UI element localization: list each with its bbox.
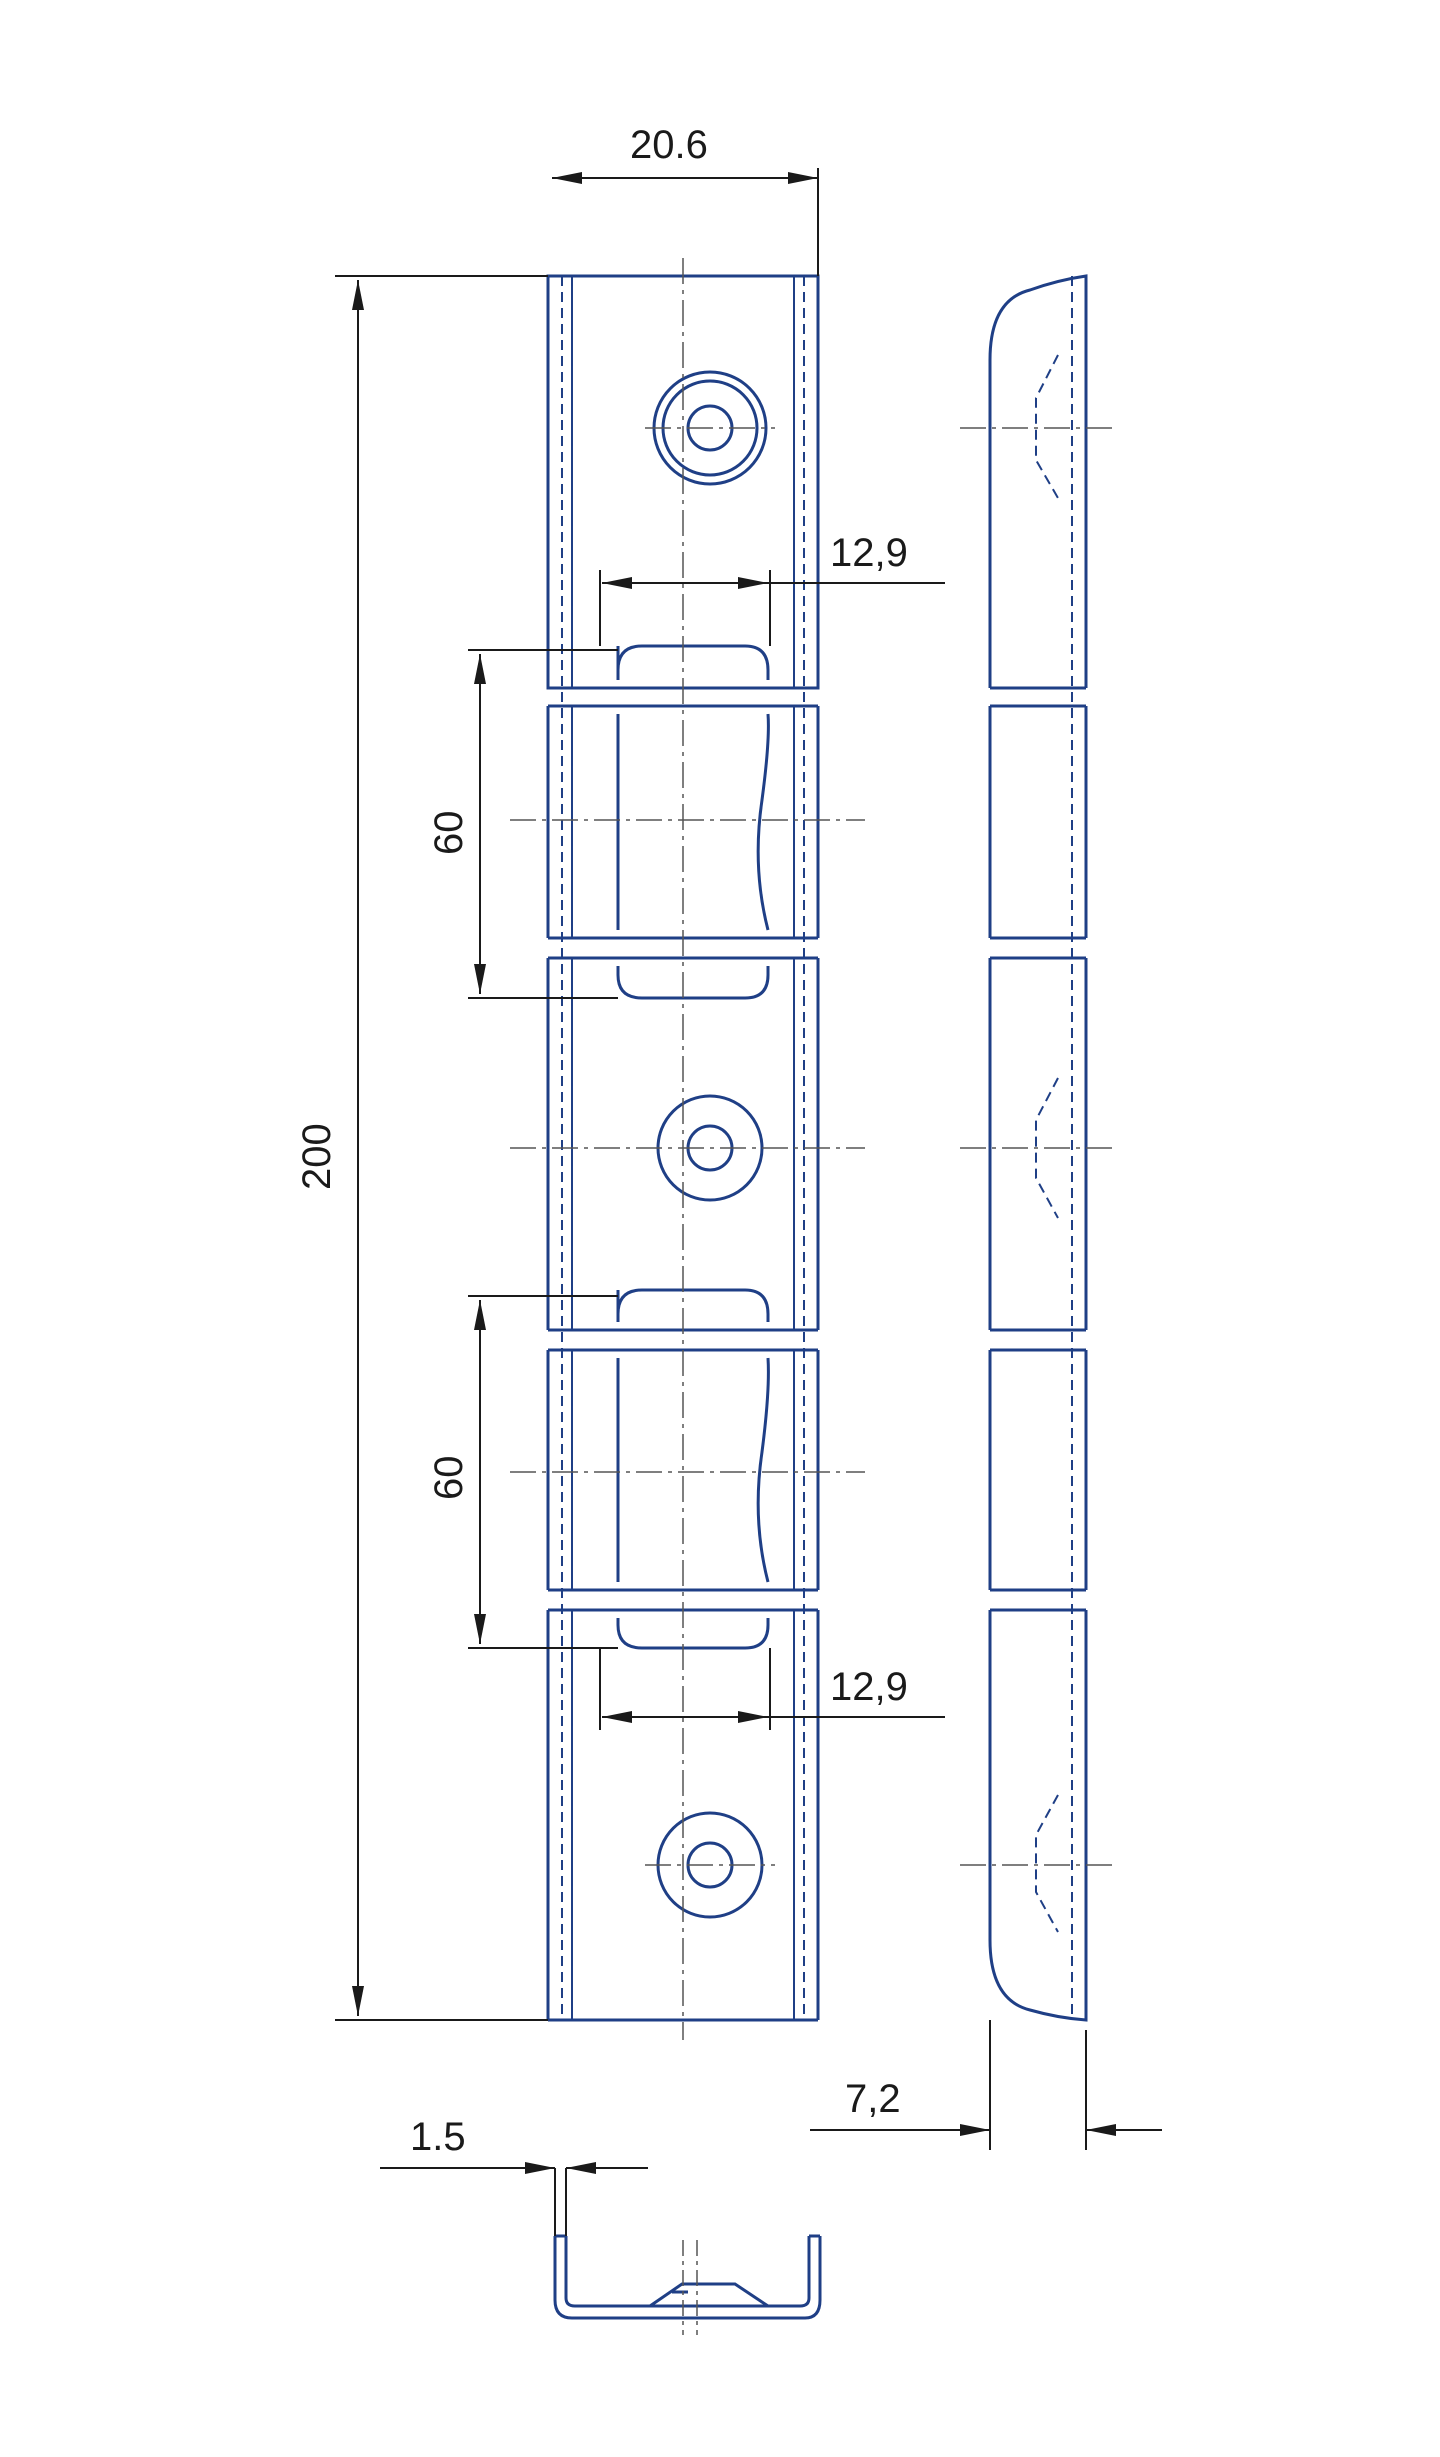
bend-edge-lines	[571, 276, 795, 2020]
dim-overall-length-label: 200	[295, 1123, 339, 1190]
slot-top	[616, 644, 770, 1000]
side-view	[988, 274, 1088, 2022]
cross-section-view	[553, 2234, 822, 2320]
dim-overall-width-label: 20.6	[630, 123, 708, 167]
side-outline-top	[988, 274, 1088, 690]
dim-side-thickness-label: 7,2	[845, 2077, 901, 2121]
side-hidden-lines	[1035, 276, 1073, 2020]
dim-slot-width-top-label: 12,9	[830, 531, 908, 575]
front-centerlines	[510, 258, 865, 2040]
cross-section-centerline	[682, 2240, 698, 2335]
slot-bottom	[616, 1288, 770, 1650]
dim-slot-height-top-label: 60	[427, 811, 471, 856]
dimension-lines	[335, 168, 1162, 2236]
dim-slot-height-bottom-label: 60	[427, 1456, 471, 1501]
front-outline	[546, 274, 820, 2022]
side-outline-bottom	[988, 1608, 1088, 2022]
dim-slot-width-bottom-label: 12,9	[830, 1665, 908, 1709]
dim-material-thickness-label: 1.5	[410, 2115, 466, 2159]
side-centerlines	[960, 427, 1116, 1866]
